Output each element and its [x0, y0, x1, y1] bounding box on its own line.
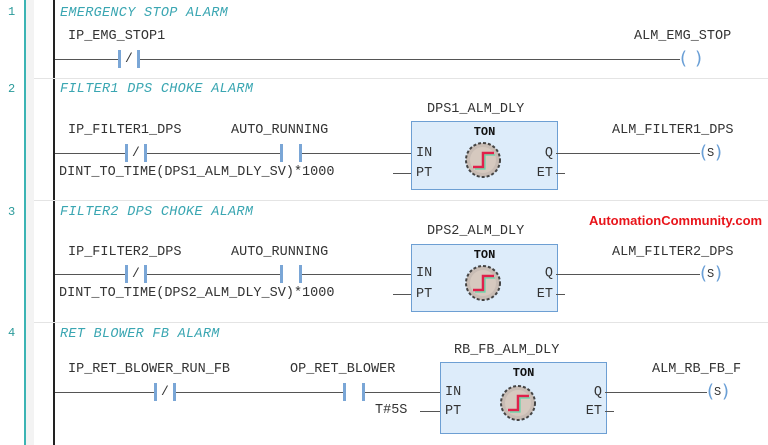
pin-et: ET	[536, 287, 553, 302]
wire	[556, 294, 565, 295]
wire	[302, 153, 411, 154]
contact-label: IP_FILTER2_DPS	[68, 245, 182, 260]
pin-q: Q	[593, 385, 602, 400]
pin-pt: PT	[445, 404, 462, 419]
pin-et: ET	[585, 404, 602, 419]
nc-contact[interactable]: /	[125, 265, 147, 283]
coil-label: ALM_EMG_STOP	[634, 29, 732, 44]
wire	[55, 274, 125, 275]
watermark: AutomationCommunity.com	[589, 213, 763, 228]
pin-in: IN	[445, 385, 462, 400]
rung-number: 1	[8, 5, 16, 19]
wire	[147, 274, 280, 275]
rung-number: 4	[8, 326, 16, 340]
rung-comment[interactable]: FILTER2 DPS CHOKE ALARM	[60, 205, 254, 220]
fb-instance-name: DPS2_ALM_DLY	[427, 224, 525, 239]
nc-contact[interactable]: /	[118, 50, 140, 68]
wire	[605, 411, 614, 412]
no-contact[interactable]	[280, 144, 302, 162]
rung-separator	[34, 322, 768, 323]
pin-pt: PT	[416, 166, 433, 181]
wire	[556, 153, 700, 154]
wire	[147, 153, 280, 154]
set-coil[interactable]: (S)	[700, 263, 722, 284]
coil-label: ALM_FILTER1_DPS	[612, 123, 734, 138]
wire	[302, 274, 411, 275]
contact-label: AUTO_RUNNING	[231, 123, 329, 138]
wire	[556, 173, 565, 174]
timer-clock-icon	[465, 265, 501, 301]
left-power-rail	[53, 0, 55, 445]
nc-contact[interactable]: /	[154, 383, 176, 401]
contact-label: IP_RET_BLOWER_RUN_FB	[68, 362, 231, 377]
ton-function-block[interactable]: TON IN PT Q ET	[411, 244, 558, 312]
wire	[55, 59, 118, 60]
rung-number: 3	[8, 205, 16, 219]
wire	[365, 392, 440, 393]
pin-in: IN	[416, 266, 433, 281]
wire	[140, 59, 680, 60]
no-contact[interactable]	[343, 383, 365, 401]
contact-label: IP_EMG_STOP1	[68, 29, 166, 44]
fb-type: TON	[512, 366, 535, 380]
wire	[605, 392, 707, 393]
wire	[55, 153, 125, 154]
no-contact[interactable]	[280, 265, 302, 283]
gutter-divider	[24, 0, 26, 445]
nc-contact[interactable]: /	[125, 144, 147, 162]
wire	[393, 294, 411, 295]
set-coil[interactable]: (S)	[707, 381, 729, 402]
pt-value: T#5S	[375, 403, 408, 418]
output-coil[interactable]: ()	[680, 48, 702, 69]
pin-q: Q	[544, 266, 553, 281]
rung-comment[interactable]: FILTER1 DPS CHOKE ALARM	[60, 82, 254, 97]
pt-value: DINT_TO_TIME(DPS2_ALM_DLY_SV)*1000	[59, 286, 335, 301]
coil-label: ALM_RB_FB_F	[652, 362, 742, 377]
contact-label: OP_RET_BLOWER	[290, 362, 396, 377]
fb-type: TON	[473, 248, 496, 262]
timer-clock-icon	[465, 142, 501, 178]
rung-comment[interactable]: RET BLOWER FB ALARM	[60, 327, 220, 342]
wire	[393, 173, 411, 174]
rung-separator	[34, 78, 768, 79]
rung-comment[interactable]: EMERGENCY STOP ALARM	[60, 6, 229, 21]
line-number-gutter	[0, 0, 24, 445]
ton-function-block[interactable]: TON IN PT Q ET	[440, 362, 607, 434]
set-coil[interactable]: (S)	[700, 142, 722, 163]
contact-label: IP_FILTER1_DPS	[68, 123, 182, 138]
ton-function-block[interactable]: TON IN PT Q ET	[411, 121, 558, 190]
fb-instance-name: DPS1_ALM_DLY	[427, 102, 525, 117]
timer-clock-icon	[500, 385, 536, 421]
pin-q: Q	[544, 146, 553, 161]
pt-value: DINT_TO_TIME(DPS1_ALM_DLY_SV)*1000	[59, 165, 335, 180]
fb-instance-name: RB_FB_ALM_DLY	[454, 343, 560, 358]
rung-separator	[34, 200, 768, 201]
wire	[420, 411, 440, 412]
wire	[55, 392, 155, 393]
wire	[176, 392, 343, 393]
rung-number: 2	[8, 82, 16, 96]
pin-et: ET	[536, 166, 553, 181]
gutter-strip	[26, 0, 34, 445]
wire	[556, 274, 700, 275]
contact-label: AUTO_RUNNING	[231, 245, 329, 260]
pin-pt: PT	[416, 287, 433, 302]
coil-label: ALM_FILTER2_DPS	[612, 245, 734, 260]
fb-type: TON	[473, 125, 496, 139]
pin-in: IN	[416, 146, 433, 161]
